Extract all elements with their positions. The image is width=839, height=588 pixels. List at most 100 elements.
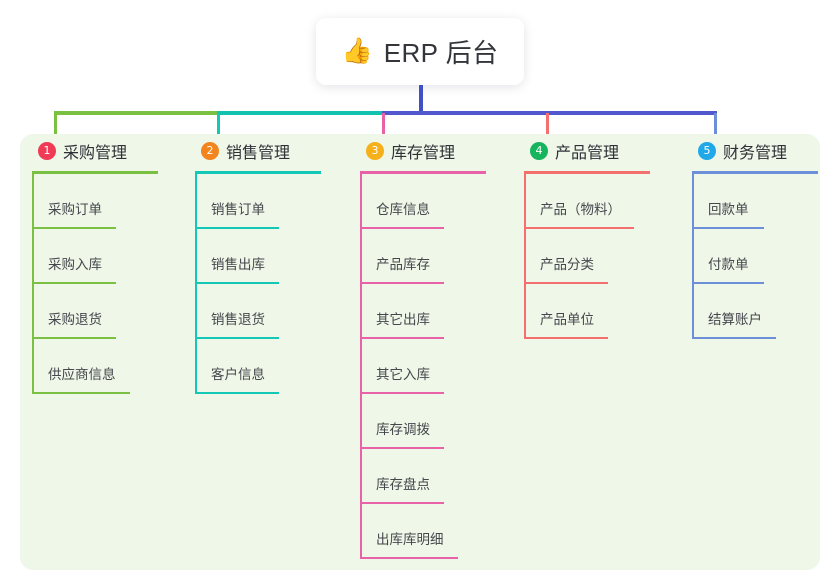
leaf-label: 产品单位 — [540, 312, 594, 327]
leaf-item[interactable]: 产品（物料） — [512, 174, 650, 229]
leaf-item[interactable]: 产品分类 — [512, 229, 650, 284]
leaf-item[interactable]: 销售订单 — [183, 174, 321, 229]
leaf-item[interactable]: 出库库明细 — [348, 504, 486, 559]
leaf-item[interactable]: 付款单 — [680, 229, 818, 284]
leaf-item[interactable]: 销售出库 — [183, 229, 321, 284]
branch-badge-icon: 5 — [698, 142, 716, 160]
branch-items: 采购订单采购入库采购退货供应商信息 — [20, 174, 158, 394]
branch-underline — [195, 171, 321, 174]
branch-title: 采购管理 — [63, 145, 128, 162]
leaf-item[interactable]: 其它入库 — [348, 339, 486, 394]
drop-connector-3 — [382, 113, 385, 146]
leaf-item[interactable]: 采购订单 — [20, 174, 158, 229]
branch-items: 回款单付款单结算账户 — [680, 174, 818, 339]
leaf-label: 产品分类 — [540, 257, 594, 272]
branch-spine — [360, 174, 362, 559]
leaf-label: 采购订单 — [48, 202, 102, 217]
leaf-item[interactable]: 其它出库 — [348, 284, 486, 339]
leaf-underline — [360, 447, 444, 449]
root-node-card[interactable]: 👍 ERP 后台 — [316, 18, 524, 85]
leaf-underline — [195, 282, 279, 284]
branch-title: 库存管理 — [391, 145, 456, 162]
leaf-underline — [360, 502, 444, 504]
leaf-label: 销售退货 — [211, 312, 265, 327]
leaf-label: 产品（物料） — [540, 202, 621, 217]
leaf-underline — [360, 227, 444, 229]
branch-underline — [360, 171, 486, 174]
leaf-underline — [692, 337, 776, 339]
bus-segment-3 — [382, 111, 717, 115]
leaf-label: 其它入库 — [376, 367, 430, 382]
leaf-label: 库存调拨 — [376, 422, 430, 437]
branches-panel: 1 采购管理采购订单采购入库采购退货供应商信息 2 销售管理销售订单销售出库销售退货客… — [20, 134, 820, 570]
leaf-label: 采购入库 — [48, 257, 102, 272]
leaf-underline — [524, 227, 634, 229]
leaf-underline — [360, 392, 444, 394]
leaf-underline — [360, 282, 444, 284]
branch-underline — [692, 171, 818, 174]
leaf-label: 销售订单 — [211, 202, 265, 217]
leaf-label: 库存盘点 — [376, 477, 430, 492]
leaf-underline — [195, 392, 279, 394]
leaf-item[interactable]: 结算账户 — [680, 284, 818, 339]
branch-header-2[interactable]: 2 销售管理 — [183, 134, 321, 168]
drop-connector-2 — [217, 113, 220, 146]
branch-items: 销售订单销售出库销售退货客户信息 — [183, 174, 321, 394]
leaf-underline — [195, 337, 279, 339]
leaf-underline — [692, 227, 764, 229]
leaf-underline — [32, 337, 116, 339]
leaf-label: 采购退货 — [48, 312, 102, 327]
branch-title: 销售管理 — [226, 145, 291, 162]
branch-spine — [692, 174, 694, 339]
leaf-item[interactable]: 回款单 — [680, 174, 818, 229]
leaf-underline — [32, 392, 130, 394]
leaf-item[interactable]: 仓库信息 — [348, 174, 486, 229]
leaf-underline — [32, 227, 116, 229]
branch-badge-icon: 1 — [38, 142, 56, 160]
leaf-item[interactable]: 采购入库 — [20, 229, 158, 284]
thumbs-up-icon: 👍 — [341, 37, 373, 65]
branch-spine — [195, 174, 197, 394]
branch-badge-icon: 2 — [201, 142, 219, 160]
branch-spine — [524, 174, 526, 339]
leaf-item[interactable]: 供应商信息 — [20, 339, 158, 394]
leaf-item[interactable]: 销售退货 — [183, 284, 321, 339]
leaf-label: 客户信息 — [211, 367, 265, 382]
bus-segment-1 — [54, 111, 217, 115]
leaf-underline — [360, 557, 458, 559]
leaf-underline — [32, 282, 116, 284]
branch-items: 产品（物料） 产品分类产品单位 — [512, 174, 650, 339]
drop-connector-4 — [546, 113, 549, 146]
branch-underline — [32, 171, 158, 174]
leaf-item[interactable]: 库存盘点 — [348, 449, 486, 504]
bus-segment-2 — [217, 111, 382, 115]
leaf-label: 付款单 — [708, 257, 749, 272]
branch-spine — [32, 174, 34, 394]
leaf-underline — [524, 337, 608, 339]
leaf-item[interactable]: 产品库存 — [348, 229, 486, 284]
leaf-underline — [692, 282, 764, 284]
leaf-underline — [524, 282, 608, 284]
branch-header-1[interactable]: 1 采购管理 — [20, 134, 158, 168]
leaf-item[interactable]: 客户信息 — [183, 339, 321, 394]
branch-underline — [524, 171, 650, 174]
leaf-label: 回款单 — [708, 202, 749, 217]
leaf-item[interactable]: 产品单位 — [512, 284, 650, 339]
leaf-item[interactable]: 库存调拨 — [348, 394, 486, 449]
branch-header-3[interactable]: 3 库存管理 — [348, 134, 486, 168]
leaf-item[interactable]: 采购退货 — [20, 284, 158, 339]
branch-badge-icon: 3 — [366, 142, 384, 160]
branch-column-3: 3 库存管理仓库信息产品库存其它出库其它入库库存调拨库存盘点出库库明细 — [348, 134, 486, 559]
branch-items: 仓库信息产品库存其它出库其它入库库存调拨库存盘点出库库明细 — [348, 174, 486, 559]
leaf-underline — [195, 227, 279, 229]
drop-connector-5 — [714, 113, 717, 146]
branch-badge-icon: 4 — [530, 142, 548, 160]
branch-column-1: 1 采购管理采购订单采购入库采购退货供应商信息 — [20, 134, 158, 394]
drop-connector-1 — [54, 113, 57, 146]
root-node-content: 👍 ERP 后台 — [342, 33, 499, 70]
